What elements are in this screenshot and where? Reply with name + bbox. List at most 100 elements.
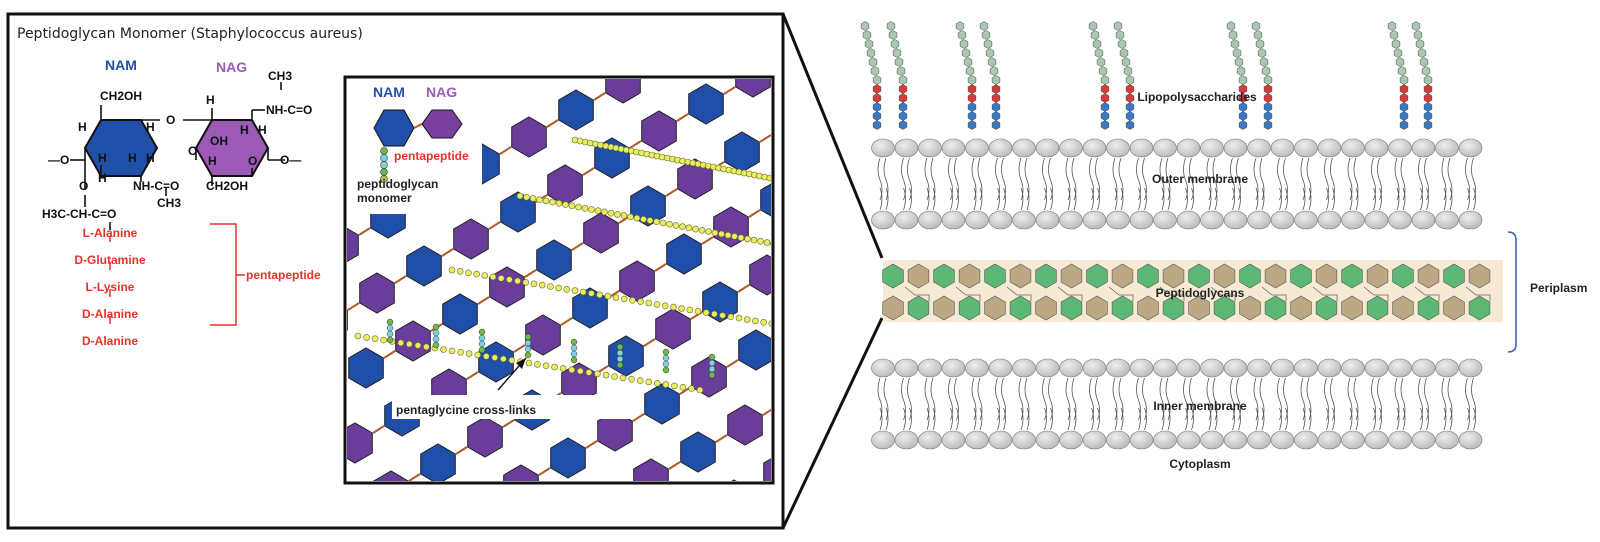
peptide-bead [432, 329, 440, 337]
peptide-bead [386, 324, 394, 332]
lipid-tail [924, 157, 936, 201]
lipid-head [1176, 210, 1201, 230]
lps-sugar [860, 21, 870, 31]
glycine-bead [645, 299, 653, 307]
glycan-bond [665, 188, 678, 197]
lipid-head [1129, 358, 1154, 378]
lps-sugar [1125, 93, 1135, 103]
glycine-bead [457, 348, 464, 356]
lipid-head [1388, 210, 1412, 230]
lipid-head [965, 358, 989, 378]
pg-tan-hexagon [1264, 263, 1287, 289]
lps-sugar [872, 111, 882, 121]
lipid-tail [877, 377, 889, 421]
glycine-bead [547, 283, 554, 290]
glycine-bead [768, 320, 771, 327]
lipid-head [988, 210, 1013, 230]
lipid-head [1106, 358, 1130, 378]
lipid-tail [1161, 407, 1171, 431]
lipid-head [1176, 138, 1201, 158]
glycine-bead [579, 288, 587, 296]
pg-crosslink [1006, 286, 1032, 301]
lipid-tail [1302, 187, 1312, 211]
glycine-bead [696, 386, 704, 394]
glycine-bead [581, 205, 589, 212]
lipid-tail [1394, 377, 1406, 421]
lattice-nag-hexagon [511, 116, 547, 158]
pg-green-hexagon [1392, 263, 1414, 289]
lipopolysaccharide-chains [860, 21, 1433, 130]
lipid-tail [1371, 377, 1382, 421]
glycine-bead [670, 303, 677, 311]
glycine-bead [555, 200, 563, 207]
lps-sugar [898, 111, 908, 121]
lps-sugar [1100, 84, 1110, 94]
lipid-head [1364, 430, 1389, 450]
lps-sugar [1399, 75, 1409, 85]
glycine-bead [686, 306, 694, 314]
lps-sugar [1397, 66, 1407, 76]
lipid-tail [995, 377, 1006, 421]
pg-tan-hexagon [1111, 263, 1134, 289]
peptide-bead [570, 350, 578, 358]
glycan-bond [372, 425, 385, 434]
lipid-tail [1042, 377, 1053, 421]
lipid-head [918, 358, 942, 378]
peptide-bead [386, 330, 394, 338]
lps-sugar [1090, 30, 1100, 40]
glycine-bead [661, 302, 669, 310]
peptide-bead [570, 338, 578, 346]
glycine-bead [363, 334, 370, 341]
lipid-tail [924, 377, 936, 421]
glycine-bead [588, 290, 595, 297]
pg-crosslink [1363, 286, 1389, 301]
glycine-bead [354, 332, 362, 340]
lps-sugar [991, 120, 1001, 130]
lipid-head [1270, 358, 1295, 378]
lattice-nag-hexagon [347, 422, 373, 464]
lipid-tail [1300, 377, 1312, 421]
pg-green-hexagon [1290, 263, 1312, 289]
lipid-head [1294, 358, 1318, 378]
glycosidic-oxygen: O [166, 113, 175, 127]
lps-sugar [864, 39, 874, 49]
lipid-tail [997, 407, 1006, 431]
glycine-bead [679, 223, 686, 230]
lps-sugar [1399, 93, 1409, 103]
pg-tan-hexagon [907, 263, 930, 289]
lipid-tail [1138, 407, 1147, 431]
glycine-bead [694, 307, 702, 315]
lps-sugar [896, 66, 906, 76]
glycine-bead [405, 340, 413, 348]
glycine-bead [629, 296, 636, 304]
ch2oh-bottom: CH2OH [206, 179, 248, 193]
pentapeptide-bracket [210, 223, 245, 326]
glycine-bead [705, 228, 712, 235]
pg-tan-hexagon [1443, 295, 1465, 321]
lipid-head [1012, 358, 1036, 378]
lattice-nam-hexagon [775, 378, 810, 418]
h-atom: H [258, 123, 267, 137]
lipid-tail [1277, 157, 1288, 201]
lipid-head [1458, 358, 1483, 378]
lipid-head [1129, 138, 1154, 158]
lps-sugar [1238, 75, 1248, 85]
lipid-head [1294, 210, 1318, 230]
peptide-bead [708, 359, 716, 367]
lipid-head [871, 358, 895, 378]
inset-pentapeptide-label: pentapeptide [394, 149, 469, 163]
inset-monomer-label-line1: peptidoglycan [357, 177, 438, 191]
glycine-bead [542, 197, 550, 205]
glycine-bead [619, 374, 627, 382]
lipid-head [1176, 358, 1201, 378]
lps-sugar [872, 120, 882, 130]
lps-sugar [862, 30, 872, 40]
lipid-tail [1138, 187, 1147, 211]
lps-sugar [1088, 21, 1098, 31]
glycine-bead [724, 231, 732, 239]
glycine-bead [671, 382, 678, 390]
pg-green-hexagon [1341, 263, 1363, 289]
crosslink-label: pentaglycine cross-links [396, 403, 536, 417]
lipid-head [1411, 138, 1436, 158]
glycine-bead [688, 385, 695, 392]
